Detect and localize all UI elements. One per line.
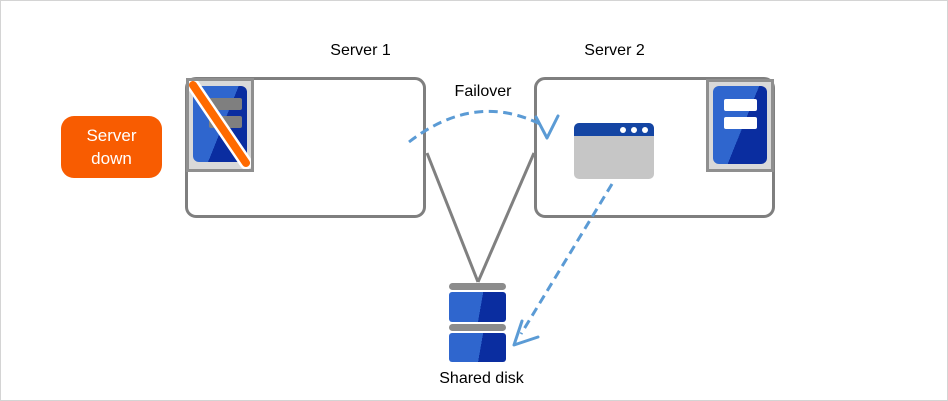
failover-arrow bbox=[408, 109, 543, 144]
application-arrowhead-icon bbox=[512, 319, 540, 347]
disk-platter bbox=[449, 333, 506, 362]
window-dot-icon bbox=[631, 127, 637, 133]
application-window-icon bbox=[574, 123, 654, 179]
shared-disk-label: Shared disk bbox=[439, 370, 524, 387]
server2-title: Server 2 bbox=[584, 42, 645, 59]
server2-to-disk-line bbox=[476, 152, 536, 283]
server-down-badge: Server down bbox=[61, 116, 162, 178]
failover-label: Failover bbox=[454, 83, 512, 100]
server2-icon bbox=[706, 79, 774, 172]
tower-slot-bar bbox=[209, 98, 242, 110]
server1-down-icon bbox=[186, 78, 254, 172]
window-dot-icon bbox=[620, 127, 626, 133]
server1-to-disk-line bbox=[425, 152, 480, 283]
disk-cap bbox=[449, 324, 506, 331]
tower-slot-bar bbox=[724, 99, 757, 111]
disk-cap bbox=[449, 283, 506, 290]
shared-disk-icon bbox=[449, 283, 506, 362]
crossed-out-slash-icon bbox=[189, 81, 251, 169]
server1-title: Server 1 bbox=[330, 42, 391, 59]
disk-platter bbox=[449, 292, 506, 322]
tower-slot-bar bbox=[724, 117, 757, 129]
window-dot-icon bbox=[642, 127, 648, 133]
server-tower-icon bbox=[713, 86, 767, 164]
